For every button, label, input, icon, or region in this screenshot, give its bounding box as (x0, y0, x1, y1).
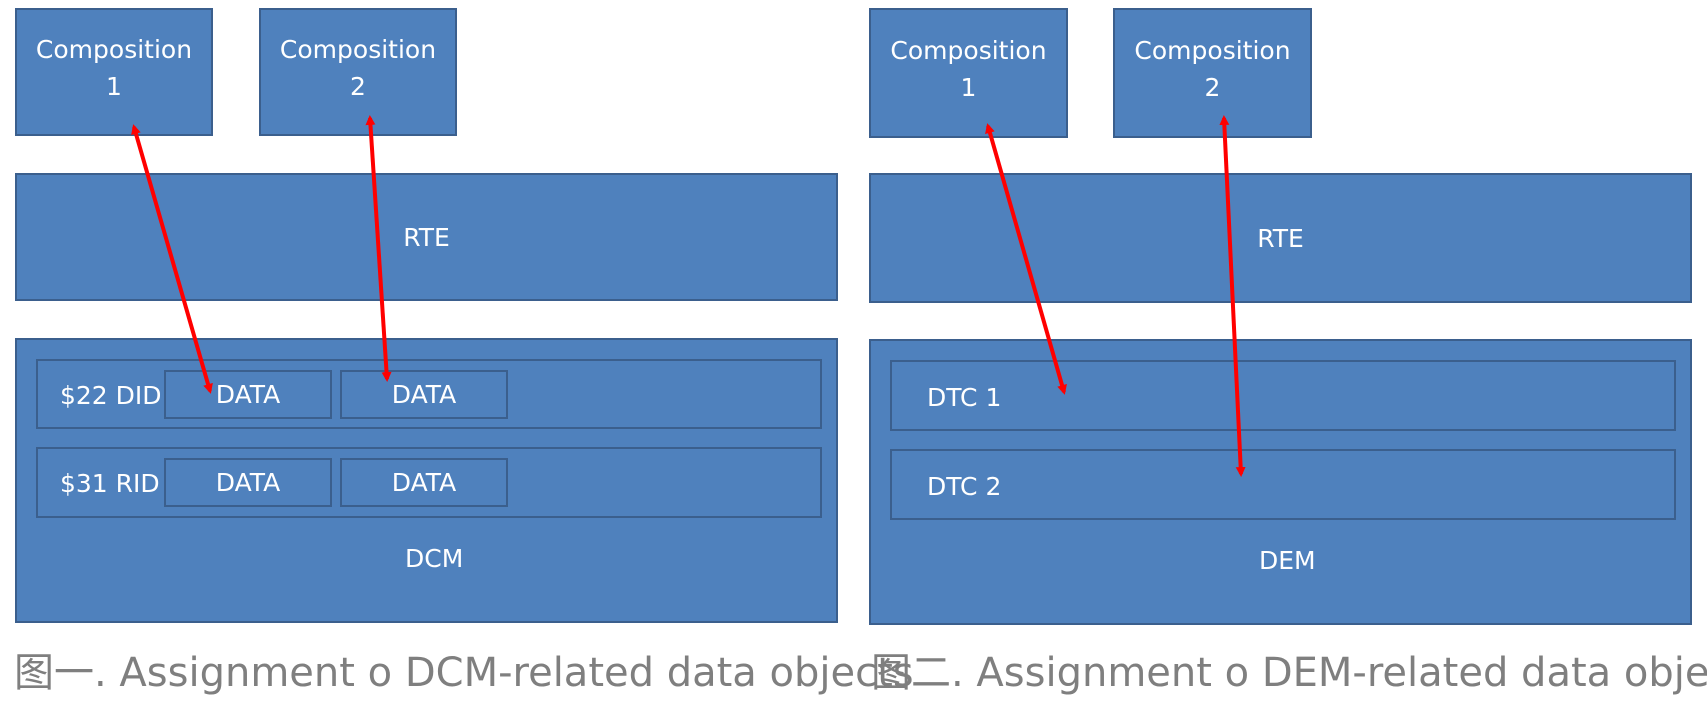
left-composition-2-label: Composition 2 (279, 35, 437, 101)
left-composition-2-box: Composition 2 (259, 8, 457, 136)
dcm-box: $22 DID DATA DATA $31 RID DATA DATA DCM (15, 338, 838, 623)
did-data-cell-1: DATA (164, 370, 332, 419)
left-composition-1-box: Composition 1 (15, 8, 213, 136)
dem-box: DTC 1 DTC 2 DEM (869, 339, 1692, 625)
left-rte-box: RTE (15, 173, 838, 301)
right-caption: 图二. Assignment o DEM-related data object… (871, 650, 1707, 696)
left-rte-label: RTE (403, 222, 450, 252)
did-data-cell-1-label: DATA (215, 380, 281, 409)
did-row: $22 DID DATA DATA (36, 359, 822, 429)
did-data-cell-2: DATA (340, 370, 508, 419)
rid-data-cell-1: DATA (164, 458, 332, 507)
right-composition-2-label: Composition 2 (1134, 36, 1291, 102)
right-composition-2-box: Composition 2 (1113, 8, 1312, 138)
rid-label: $31 RID (60, 469, 160, 498)
did-data-cell-2-label: DATA (391, 380, 457, 409)
dem-label: DEM (1259, 546, 1316, 575)
right-rte-box: RTE (869, 173, 1692, 303)
rid-data-cell-2: DATA (340, 458, 508, 507)
dtc2-label: DTC 2 (927, 472, 1002, 501)
dtc1-row: DTC 1 (890, 360, 1676, 431)
dtc2-row: DTC 2 (890, 449, 1676, 520)
dtc1-label: DTC 1 (927, 383, 1002, 412)
left-caption: 图一. Assignment o DCM-related data object… (14, 650, 914, 696)
rid-data-cell-2-label: DATA (391, 468, 457, 497)
right-rte-label: RTE (1257, 223, 1304, 253)
did-label: $22 DID (60, 381, 162, 410)
rid-data-cell-1-label: DATA (215, 468, 281, 497)
right-composition-1-label: Composition 1 (890, 36, 1047, 102)
left-composition-1-label: Composition 1 (35, 35, 193, 101)
rid-row: $31 RID DATA DATA (36, 447, 822, 518)
right-composition-1-box: Composition 1 (869, 8, 1068, 138)
dcm-label: DCM (405, 544, 464, 573)
